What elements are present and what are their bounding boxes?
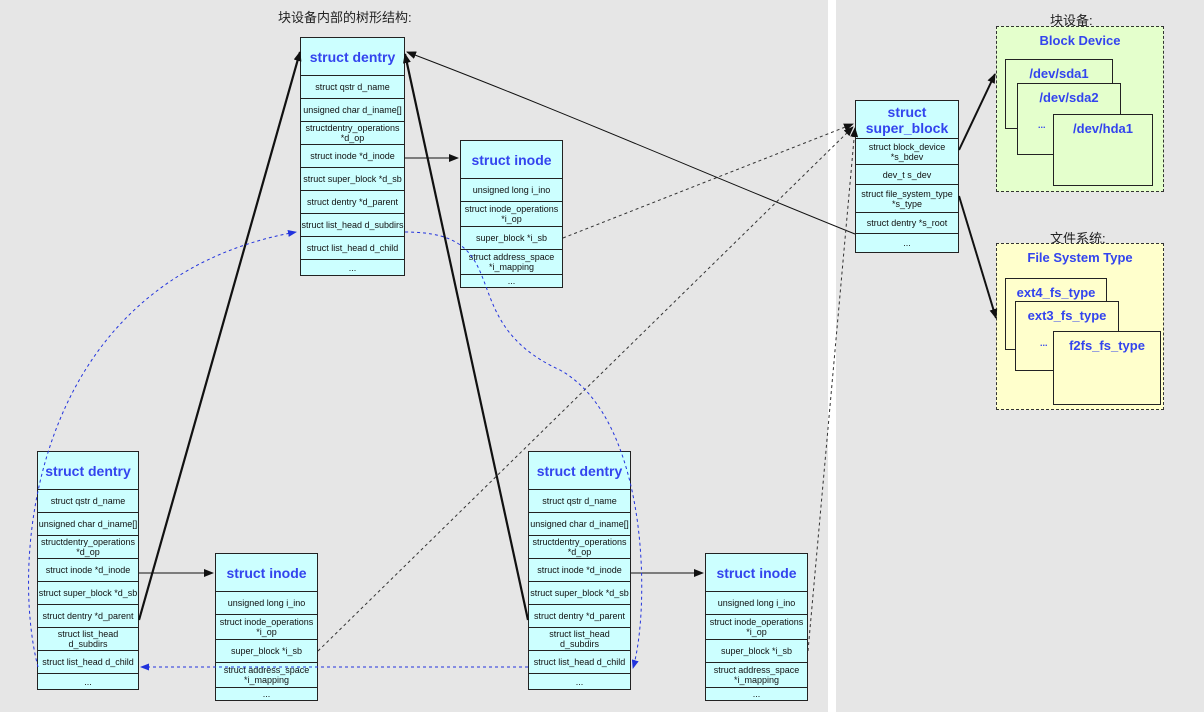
field-struct-address-space-i-mapping: struct address_space *i_mapping <box>706 663 807 688</box>
field-struct-address-space-i-mapping: struct address_space *i_mapping <box>216 663 317 688</box>
field-ellipsis: ... <box>84 676 92 687</box>
fs-type-f2fs-label: f2fs_fs_type <box>1069 338 1145 353</box>
caption-block-device: 块设备: <box>1050 13 1093 28</box>
field-struct-qstr-d-name: struct qstr d_name <box>529 490 630 513</box>
block-device-ellipsis: ... <box>1038 120 1046 130</box>
struct-title: struct inode <box>461 141 562 179</box>
field-struct-super-block-d-sb: struct super_block *d_sb <box>301 168 404 191</box>
field-struct-dentry-s-root: struct dentry *s_root <box>856 213 958 234</box>
field-struct-inode-d-inode: struct inode *d_inode <box>529 559 630 582</box>
field-ellipsis: ... <box>348 262 357 273</box>
field-unsigned-long-i-ino: unsigned long i_ino <box>706 592 807 615</box>
field-structdentry-operations-d-op: structdentry_operations *d_op <box>38 536 138 559</box>
caption-file-system: 文件系统: <box>1050 231 1106 246</box>
field-struct-address-space-i-mapping: struct address_space *i_mapping <box>461 250 562 275</box>
field-ellipsis: ... <box>507 276 516 286</box>
fs-type-ellipsis: ... <box>1040 338 1048 348</box>
field-struct-dentry-d-parent: struct dentry *d_parent <box>529 605 630 628</box>
field-struct-super-block-d-sb: struct super_block *d_sb <box>529 582 630 605</box>
block-device-hda1: /dev/hda1 <box>1053 114 1153 186</box>
field-struct-inode-d-inode: struct inode *d_inode <box>38 559 138 582</box>
field-struct-qstr-d-name: struct qstr d_name <box>38 490 138 513</box>
field-struct-list-head-d-child: struct list_head d_child <box>38 651 138 674</box>
fs-type-f2fs: f2fs_fs_type <box>1053 331 1161 405</box>
field-struct-dentry-d-parent: struct dentry *d_parent <box>38 605 138 628</box>
block-device-sda1-label: /dev/sda1 <box>1029 66 1089 81</box>
field-struct-list-head-d-subdirs: struct list_head d_subdirs <box>301 214 404 237</box>
field-ellipsis: ... <box>262 689 271 699</box>
field-struct-list-head-d-child: struct list_head d_child <box>529 651 630 674</box>
struct-title: struct super_block <box>856 101 958 139</box>
field-struct-list-head-d-subdirs: struct list_head d_subdirs <box>529 628 630 651</box>
block-device-sda2-label: /dev/sda2 <box>1039 90 1099 105</box>
fs-type-group: File System Type ext4_fs_type ext3_fs_ty… <box>996 243 1164 410</box>
struct-title: struct dentry <box>301 38 404 76</box>
field-super-block-i-sb: super_block *i_sb <box>706 640 807 663</box>
field-unsigned-char-d-iname: unsigned char d_iname[] <box>38 513 138 536</box>
field-ellipsis: ... <box>575 676 584 687</box>
field-unsigned-long-i-ino: unsigned long i_ino <box>461 179 562 202</box>
field-unsigned-long-i-ino: unsigned long i_ino <box>216 592 317 615</box>
field-unsigned-char-d-iname: unsigned char d_iname[] <box>301 99 404 122</box>
struct-title: struct dentry <box>529 452 630 490</box>
field-struct-dentry-d-parent: struct dentry *d_parent <box>301 191 404 214</box>
field-struct-block-device-s-bdev: struct block_device *s_bdev <box>856 139 958 165</box>
struct-title: struct inode <box>216 554 317 592</box>
fs-type-ext3-label: ext3_fs_type <box>1027 308 1107 323</box>
field-struct-list-head-d-child: struct list_head d_child <box>301 237 404 260</box>
block-device-title: Block Device <box>1039 33 1121 48</box>
struct-title: struct inode <box>706 554 807 592</box>
field-ellipsis: ... <box>752 689 761 699</box>
fs-type-title: File System Type <box>1027 250 1133 265</box>
field-struct-qstr-d-name: struct qstr d_name <box>301 76 404 99</box>
field-struct-inode-operations-i-op: struct inode_operations *i_op <box>706 615 807 640</box>
caption-tree: 块设备内部的树形结构: <box>278 10 412 25</box>
field-dev-t-s-dev: dev_t s_dev <box>856 165 958 185</box>
field-ellipsis: ... <box>903 238 911 248</box>
fs-type-ext4-label: ext4_fs_type <box>1016 285 1096 300</box>
field-struct-inode-d-inode: struct inode *d_inode <box>301 145 404 168</box>
field-struct-file-system-type-s-type: struct file_system_type *s_type <box>856 185 958 213</box>
field-super-block-i-sb: super_block *i_sb <box>216 640 317 663</box>
block-device-group: Block Device /dev/sda1 /dev/sda2 ... /de… <box>996 26 1164 192</box>
block-device-hda1-label: /dev/hda1 <box>1073 121 1133 136</box>
field-struct-inode-operations-i-op: struct inode_operations *i_op <box>461 202 562 227</box>
field-struct-super-block-d-sb: struct super_block *d_sb <box>38 582 138 605</box>
field-structdentry-operations-d-op: structdentry_operations *d_op <box>529 536 630 559</box>
field-super-block-i-sb: super_block *i_sb <box>461 227 562 250</box>
field-unsigned-char-d-iname: unsigned char d_iname[] <box>529 513 630 536</box>
struct-title: struct dentry <box>38 452 138 490</box>
field-struct-list-head-d-subdirs: struct list_head d_subdirs <box>38 628 138 651</box>
field-structdentry-operations-d-op: structdentry_operations *d_op <box>301 122 404 145</box>
field-struct-inode-operations-i-op: struct inode_operations *i_op <box>216 615 317 640</box>
